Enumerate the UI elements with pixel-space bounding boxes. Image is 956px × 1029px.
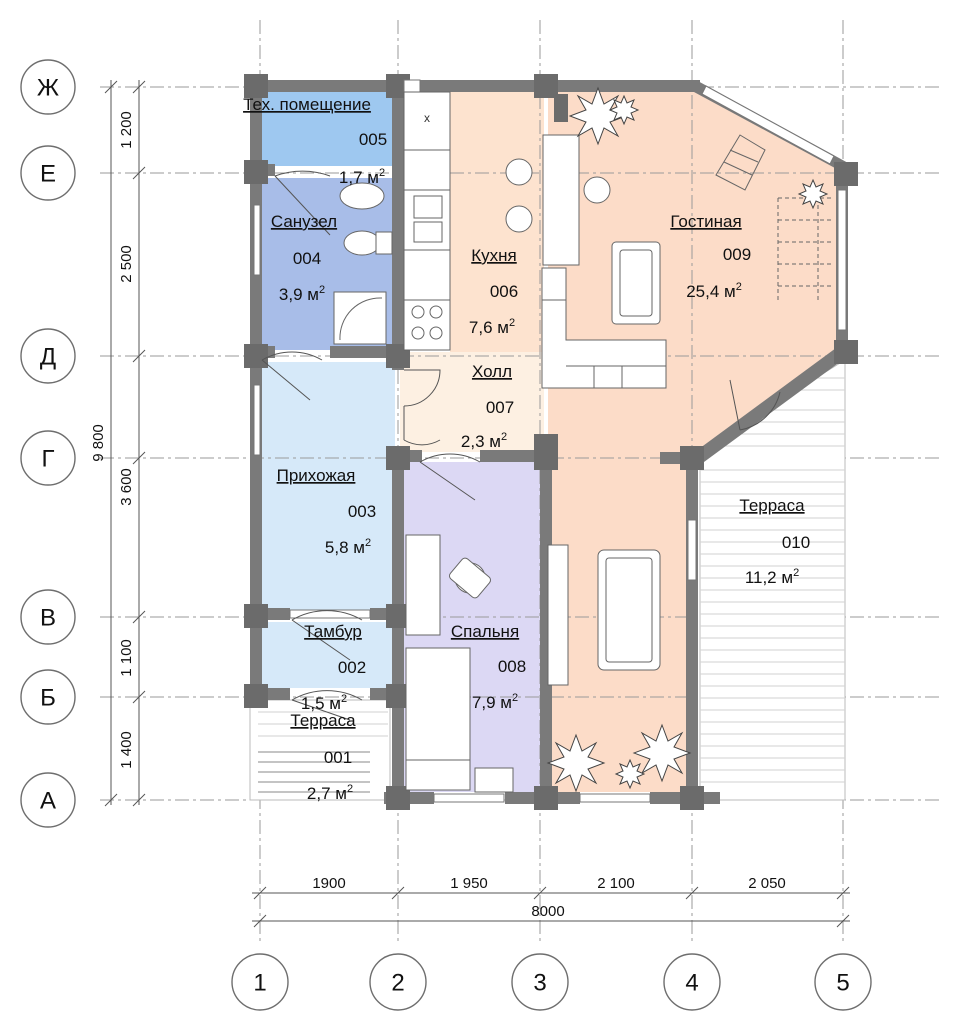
tech-room-fill bbox=[262, 92, 395, 166]
room-004-area: 3,9 м2 bbox=[279, 284, 325, 304]
room-002-area: 1,5 м2 bbox=[301, 693, 347, 713]
dim-bottom-2: 1 950 bbox=[450, 875, 488, 892]
doors bbox=[261, 170, 781, 721]
axis-label-a: А bbox=[40, 788, 56, 815]
room-002-name: Тамбур bbox=[304, 622, 362, 641]
room-008-name: Спальня bbox=[451, 622, 519, 641]
axis-markers-left: Ж Е Д Г В Б А bbox=[20, 59, 76, 828]
dim-left-total: 9 800 bbox=[90, 424, 107, 462]
axis-markers-bottom: 1 2 3 4 5 bbox=[231, 953, 872, 1011]
room-006-area: 7,6 м2 bbox=[469, 317, 515, 337]
dim-left-2: 2 500 bbox=[118, 245, 135, 283]
room-004-name: Санузел bbox=[271, 212, 337, 231]
room-009-area: 25,4 м2 bbox=[686, 281, 742, 301]
dim-bottom-1: 1900 bbox=[312, 875, 345, 892]
dimensions-left: 1 200 2 500 3 600 1 100 1 400 9 800 bbox=[90, 80, 146, 807]
room-003-name: Прихожая bbox=[277, 466, 356, 485]
room-007-num: 007 bbox=[486, 398, 514, 417]
axis-label-zh: Ж bbox=[37, 75, 59, 102]
axis-label-e: Е bbox=[40, 161, 56, 188]
svg-text:x: x bbox=[424, 111, 430, 125]
axis-label-b: Б bbox=[40, 685, 56, 712]
room-002-num: 002 bbox=[338, 658, 366, 677]
room-005-num: 005 bbox=[359, 130, 387, 149]
room-006-num: 006 bbox=[490, 282, 518, 301]
room-003-num: 003 bbox=[348, 502, 376, 521]
room-009-name: Гостиная bbox=[670, 212, 741, 231]
axis-label-v: В bbox=[40, 605, 56, 632]
axis-label-1: 1 bbox=[253, 970, 266, 997]
dim-bottom-4: 2 050 bbox=[748, 875, 786, 892]
room-010-num: 010 bbox=[782, 533, 810, 552]
room-005-name: Тех. помещение bbox=[243, 95, 371, 114]
room-004-num: 004 bbox=[293, 249, 321, 268]
axis-label-5: 5 bbox=[836, 970, 849, 997]
hallway-fill bbox=[262, 362, 395, 610]
room-001-area: 2,7 м2 bbox=[307, 783, 353, 803]
furniture: x bbox=[333, 86, 834, 793]
room-007-area: 2,3 м2 bbox=[461, 431, 507, 451]
hall-fill bbox=[400, 352, 544, 452]
axis-label-3: 3 bbox=[533, 970, 546, 997]
dim-left-3: 3 600 bbox=[118, 468, 135, 506]
vestibule-fill bbox=[262, 622, 395, 688]
room-007-name: Холл bbox=[472, 362, 512, 381]
axis-label-2: 2 bbox=[391, 970, 404, 997]
terrace-001 bbox=[249, 699, 391, 801]
dimensions-bottom: 1900 1 950 2 100 2 050 8000 bbox=[252, 875, 850, 928]
axis-label-g: Г bbox=[42, 446, 55, 473]
room-003-area: 5,8 м2 bbox=[325, 537, 371, 557]
room-008-num: 008 bbox=[498, 657, 526, 676]
room-001-name: Терраса bbox=[290, 711, 356, 730]
room-005-area: 1,7 м2 bbox=[339, 167, 385, 187]
dim-bottom-total: 8000 bbox=[531, 903, 564, 920]
dim-left-5: 1 400 bbox=[118, 731, 135, 769]
room-001-num: 001 bbox=[324, 748, 352, 767]
room-008-area: 7,9 м2 bbox=[472, 692, 518, 712]
windows bbox=[253, 79, 847, 803]
room-010-name: Терраса bbox=[739, 496, 805, 515]
dim-bottom-3: 2 100 bbox=[597, 875, 635, 892]
room-006-name: Кухня bbox=[471, 246, 517, 265]
dim-left-4: 1 100 bbox=[118, 639, 135, 677]
axis-label-d: Д bbox=[40, 344, 56, 371]
room-010-area: 11,2 м2 bbox=[745, 567, 799, 587]
dim-left-1: 1 200 bbox=[118, 111, 135, 149]
axis-label-4: 4 bbox=[685, 970, 698, 997]
room-labels: Тех. помещение 005 1,7 м2 Санузел 004 3,… bbox=[243, 95, 810, 803]
terrace-010 bbox=[699, 359, 846, 801]
room-009-num: 009 bbox=[723, 245, 751, 264]
